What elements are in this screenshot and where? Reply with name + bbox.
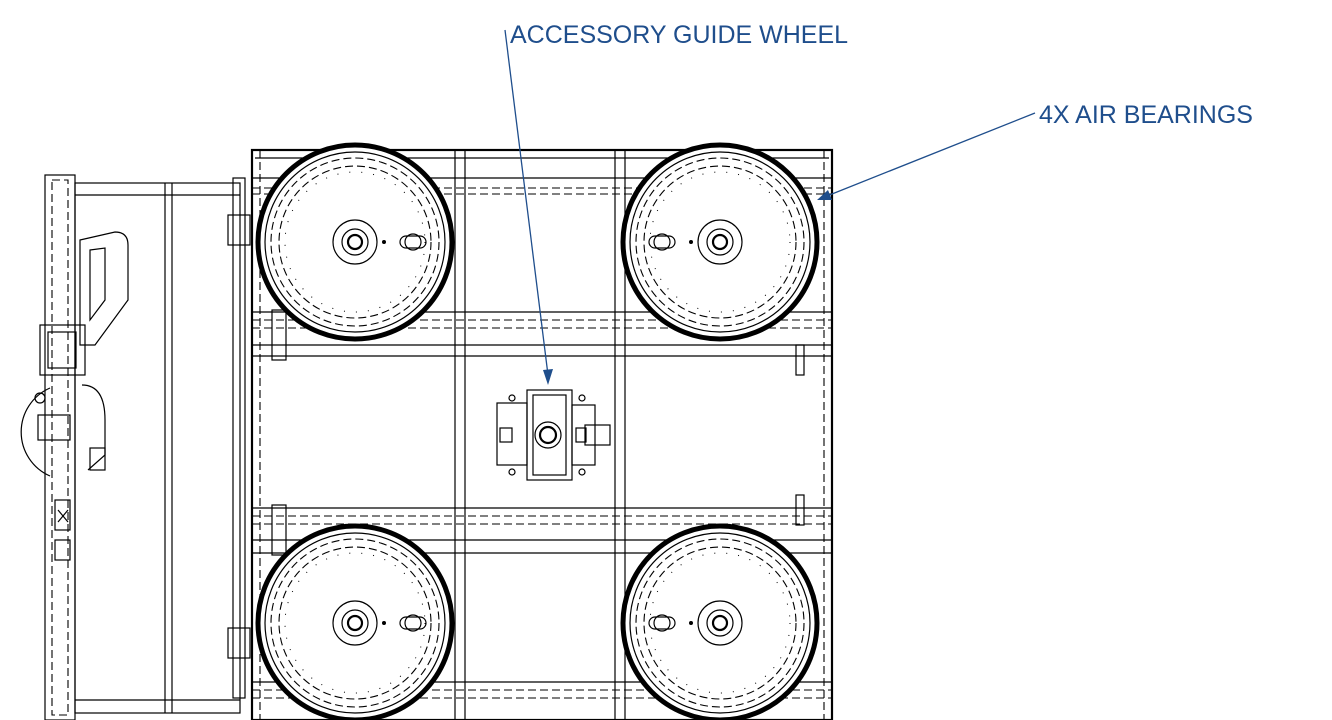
- callout-leaders: [504, 29, 1036, 385]
- air-bearing-bottom-right: [620, 523, 820, 720]
- accessory-guide-wheel: [496, 389, 611, 481]
- callout-air-bearings: 4X AIR BEARINGS: [1039, 101, 1253, 129]
- air-bearing-top-right: [620, 142, 820, 342]
- side-handle-assembly: [20, 174, 251, 720]
- callout-accessory-guide-wheel: ACCESSORY GUIDE WHEEL: [510, 21, 848, 49]
- air-bearing-bottom-left: [255, 523, 455, 720]
- air-bearing-top-left: [255, 142, 455, 342]
